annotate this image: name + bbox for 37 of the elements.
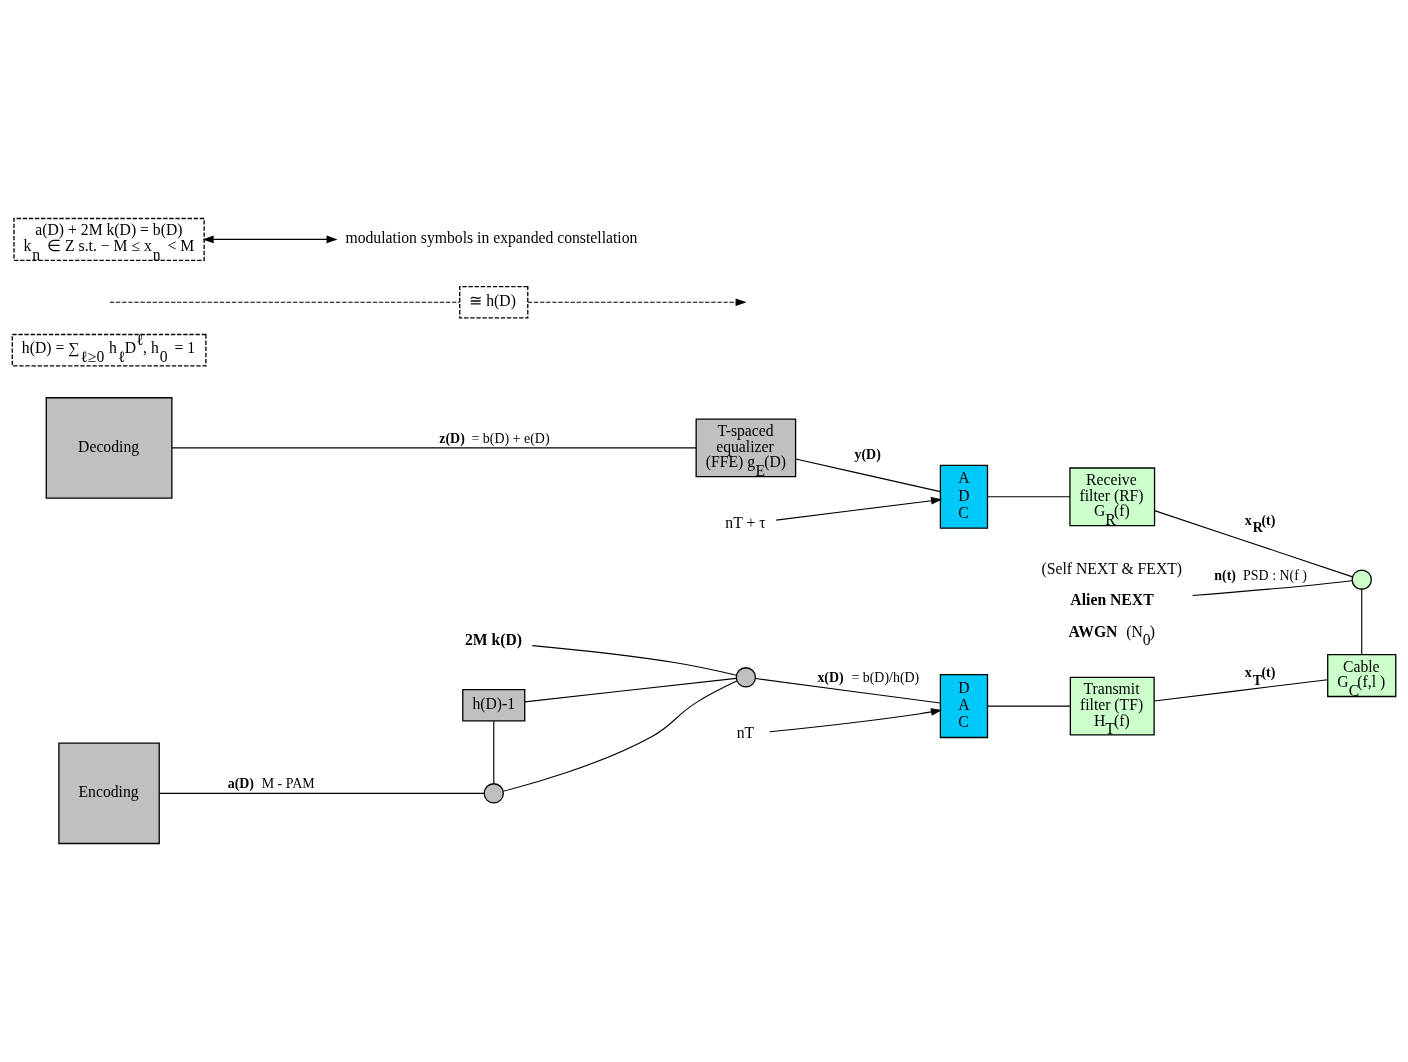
connector	[987, 496, 1071, 498]
connector	[754, 677, 941, 704]
node-circle	[483, 783, 505, 804]
connector	[1154, 510, 1354, 578]
node-text: 2M k(D)	[464, 631, 523, 649]
node-box: h(D)-1	[462, 688, 526, 722]
connector	[1153, 679, 1329, 702]
connector	[531, 645, 737, 676]
edge-label: a(D) M - PAM	[227, 775, 315, 791]
arrow	[775, 496, 943, 521]
arrow	[202, 235, 338, 244]
node-box: Decoding	[45, 397, 173, 499]
connector	[524, 677, 737, 703]
edge-label: y(D)	[854, 447, 881, 463]
arrow	[527, 298, 747, 307]
node-text: nT + τ	[725, 513, 766, 531]
connector	[502, 680, 738, 792]
connector	[159, 792, 485, 794]
node-box: ≅ h(D)	[459, 285, 529, 319]
connector	[1361, 588, 1363, 656]
node-circle	[1351, 569, 1372, 590]
arrow	[769, 708, 942, 733]
edge-label: x(D) = b(D)/h(D)	[817, 669, 920, 685]
connector	[171, 447, 697, 449]
node-box: Encoding	[58, 742, 160, 845]
connector	[109, 301, 461, 303]
node-box: D A C	[939, 674, 989, 739]
connector	[1192, 580, 1353, 597]
connector	[795, 458, 941, 493]
node-box: A D C	[939, 464, 989, 529]
edge-label: n(t) PSD : N(f )	[1214, 568, 1307, 584]
connector	[493, 720, 495, 785]
node-text: nT	[736, 723, 755, 741]
edge-label: z(D) = b(D) + e(D)	[439, 430, 550, 446]
node-circle	[735, 667, 757, 688]
node-text: modulation symbols in expanded constellation	[345, 229, 638, 247]
connector	[987, 705, 1071, 707]
